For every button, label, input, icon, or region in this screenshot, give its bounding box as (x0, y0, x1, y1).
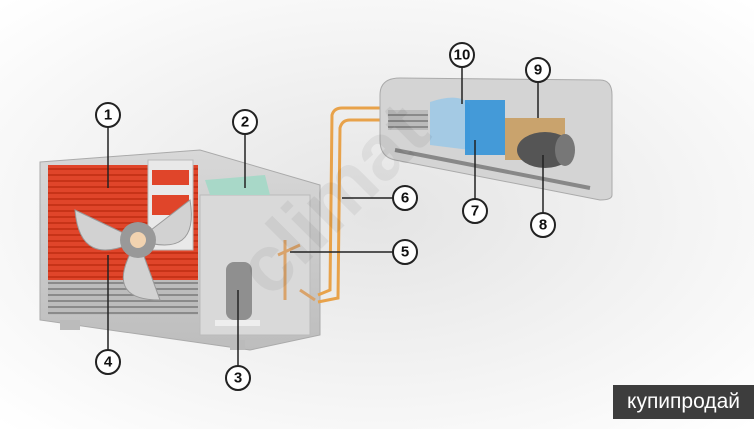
indoor-unit (379, 77, 613, 201)
svg-text:9: 9 (534, 62, 542, 79)
svg-text:3: 3 (234, 370, 242, 387)
svg-text:10: 10 (454, 47, 471, 64)
callout-4: 4 (95, 349, 121, 375)
svg-text:5: 5 (401, 244, 409, 261)
fan (74, 199, 192, 301)
callout-lines (107, 67, 544, 366)
svg-text:2: 2 (241, 114, 249, 131)
callout-2: 2 (232, 109, 258, 135)
refrigerant-pipes (317, 106, 385, 304)
grille (48, 280, 198, 315)
evaporator-coil (465, 100, 505, 155)
callout-1: 1 (95, 102, 121, 128)
callout-9: 9 (525, 57, 551, 83)
svg-text:7: 7 (471, 203, 479, 220)
callout-10: 10 (449, 42, 475, 68)
svg-text:1: 1 (104, 107, 112, 124)
callout-8: 8 (530, 212, 556, 238)
callout-5: 5 (392, 239, 418, 265)
compressor (226, 262, 252, 320)
svg-text:8: 8 (539, 217, 547, 234)
outdoor-unit (39, 149, 321, 351)
valves (277, 240, 316, 302)
callout-7: 7 (462, 198, 488, 224)
callout-6: 6 (392, 185, 418, 211)
watermark-badge: купипродай (613, 385, 754, 419)
control-board (205, 175, 270, 195)
svg-text:4: 4 (104, 354, 113, 371)
evaporator-filter (430, 97, 470, 150)
callout-3: 3 (225, 365, 251, 391)
svg-text:6: 6 (401, 190, 409, 207)
